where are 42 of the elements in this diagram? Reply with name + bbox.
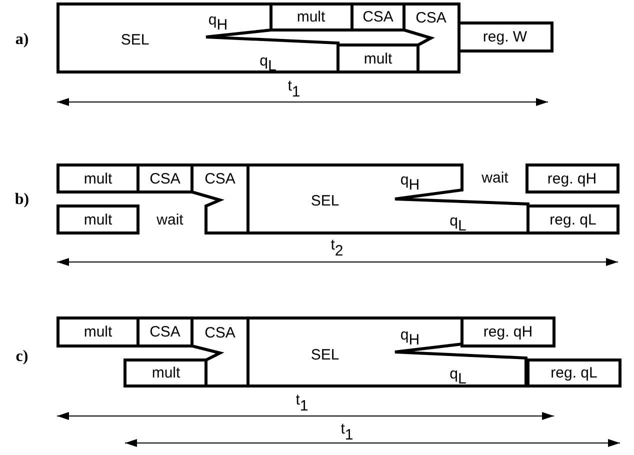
stage-box (138, 165, 192, 192)
stage-label: SEL (120, 32, 150, 48)
stage-box (528, 360, 620, 386)
stage-box (192, 165, 248, 233)
panel-label: b) (14, 192, 30, 208)
panel-label: c) (16, 349, 28, 365)
stage-box (138, 318, 192, 346)
stage-label: reg. W (482, 30, 528, 44)
stage-label: mult (152, 366, 180, 380)
stage-box (58, 318, 138, 346)
stage-box (459, 23, 552, 51)
stage-box (58, 4, 338, 72)
stage-label: SEL (310, 194, 340, 208)
stage-label: CSA (204, 326, 236, 340)
stage-label: CSA (204, 172, 236, 186)
panel-label: a) (15, 32, 29, 48)
stage-label: mult (84, 172, 112, 186)
stage-box (462, 318, 554, 346)
stage-label: reg. qL (550, 366, 598, 380)
stage-label: reg. qH (547, 172, 597, 186)
stage-label: mult (296, 10, 326, 24)
stage-label: CSA (416, 10, 446, 26)
stage-label: mult (364, 52, 392, 66)
stage-label: CSA (150, 172, 180, 186)
stage-label: reg. qL (550, 212, 596, 228)
stage-box (125, 360, 206, 386)
wait-label: wait (482, 170, 508, 186)
stage-label: CSA (150, 324, 180, 340)
stage-box (528, 206, 618, 233)
stage-label: mult (84, 324, 112, 340)
stage-box (271, 4, 352, 30)
stage-box (58, 206, 138, 233)
stage-box (338, 45, 418, 72)
stage-label: CSA (362, 10, 394, 24)
stage-label: mult (84, 212, 112, 228)
stage-box (58, 165, 138, 192)
stage-box (248, 165, 528, 233)
stage-label: SEL (310, 348, 340, 362)
wait-label: wait (156, 212, 184, 228)
stage-box (352, 4, 404, 30)
stage-box (527, 165, 618, 192)
stage-label: reg. qH (483, 324, 533, 340)
